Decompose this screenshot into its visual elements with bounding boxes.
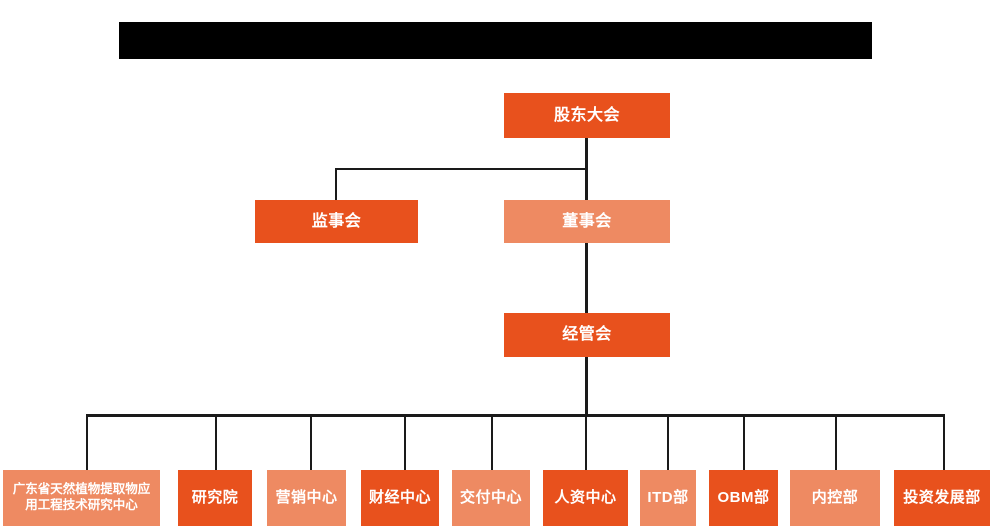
connector-drop-delivery <box>491 414 493 470</box>
node-directors[interactable]: 董事会 <box>504 200 670 243</box>
node-shareholders[interactable]: 股东大会 <box>504 93 670 138</box>
node-directors-label: 董事会 <box>562 212 612 230</box>
node-internal-control-label: 内控部 <box>811 488 859 506</box>
node-internal-control[interactable]: 内控部 <box>790 470 880 526</box>
connector-drop-investment <box>943 414 945 470</box>
connector-drop-finance <box>404 414 406 470</box>
node-finance-label: 财经中心 <box>368 488 431 506</box>
node-supervisors[interactable]: 监事会 <box>255 200 418 243</box>
node-institute-label: 研究院 <box>191 488 239 506</box>
node-investment-label: 投资发展部 <box>903 488 981 506</box>
connector-drop-institute <box>215 414 217 470</box>
node-supervisors-label: 监事会 <box>311 212 362 230</box>
connector-drop-hr <box>585 414 587 470</box>
node-hr-label: 人资中心 <box>554 488 617 506</box>
node-investment[interactable]: 投资发展部 <box>894 470 990 526</box>
connector-shareholders-down <box>585 138 588 170</box>
node-management-label: 经管会 <box>562 326 612 343</box>
node-institute[interactable]: 研究院 <box>178 470 252 526</box>
node-marketing[interactable]: 营销中心 <box>267 470 346 526</box>
connector-level2-bus <box>335 168 588 170</box>
connector-directors-to-management <box>585 243 588 314</box>
connector-drop-internal-control <box>835 414 837 470</box>
node-obm-label: OBM部 <box>717 488 770 506</box>
node-marketing-label: 营销中心 <box>275 488 338 506</box>
connector-to-directors <box>585 168 588 201</box>
node-itd[interactable]: ITD部 <box>640 470 696 526</box>
connector-to-supervisors <box>335 168 337 201</box>
connector-leaf-bus <box>86 414 945 417</box>
node-research-center-label: 广东省天然植物提取物应 用工程技术研究中心 <box>12 482 151 512</box>
connector-drop-marketing <box>310 414 312 470</box>
node-hr[interactable]: 人资中心 <box>543 470 628 526</box>
redacted-title-bar <box>119 22 872 59</box>
node-delivery[interactable]: 交付中心 <box>452 470 530 526</box>
connector-management-down <box>585 357 588 416</box>
node-shareholders-label: 股东大会 <box>553 106 620 124</box>
connector-drop-obm <box>743 414 745 470</box>
connector-drop-itd <box>667 414 669 470</box>
connector-drop-research-center <box>86 414 88 470</box>
node-obm[interactable]: OBM部 <box>709 470 778 526</box>
node-itd-label: ITD部 <box>647 488 689 506</box>
node-research-center[interactable]: 广东省天然植物提取物应 用工程技术研究中心 <box>3 470 160 526</box>
node-delivery-label: 交付中心 <box>459 488 522 506</box>
node-management[interactable]: 经管会 <box>504 313 670 357</box>
node-finance[interactable]: 财经中心 <box>361 470 439 526</box>
